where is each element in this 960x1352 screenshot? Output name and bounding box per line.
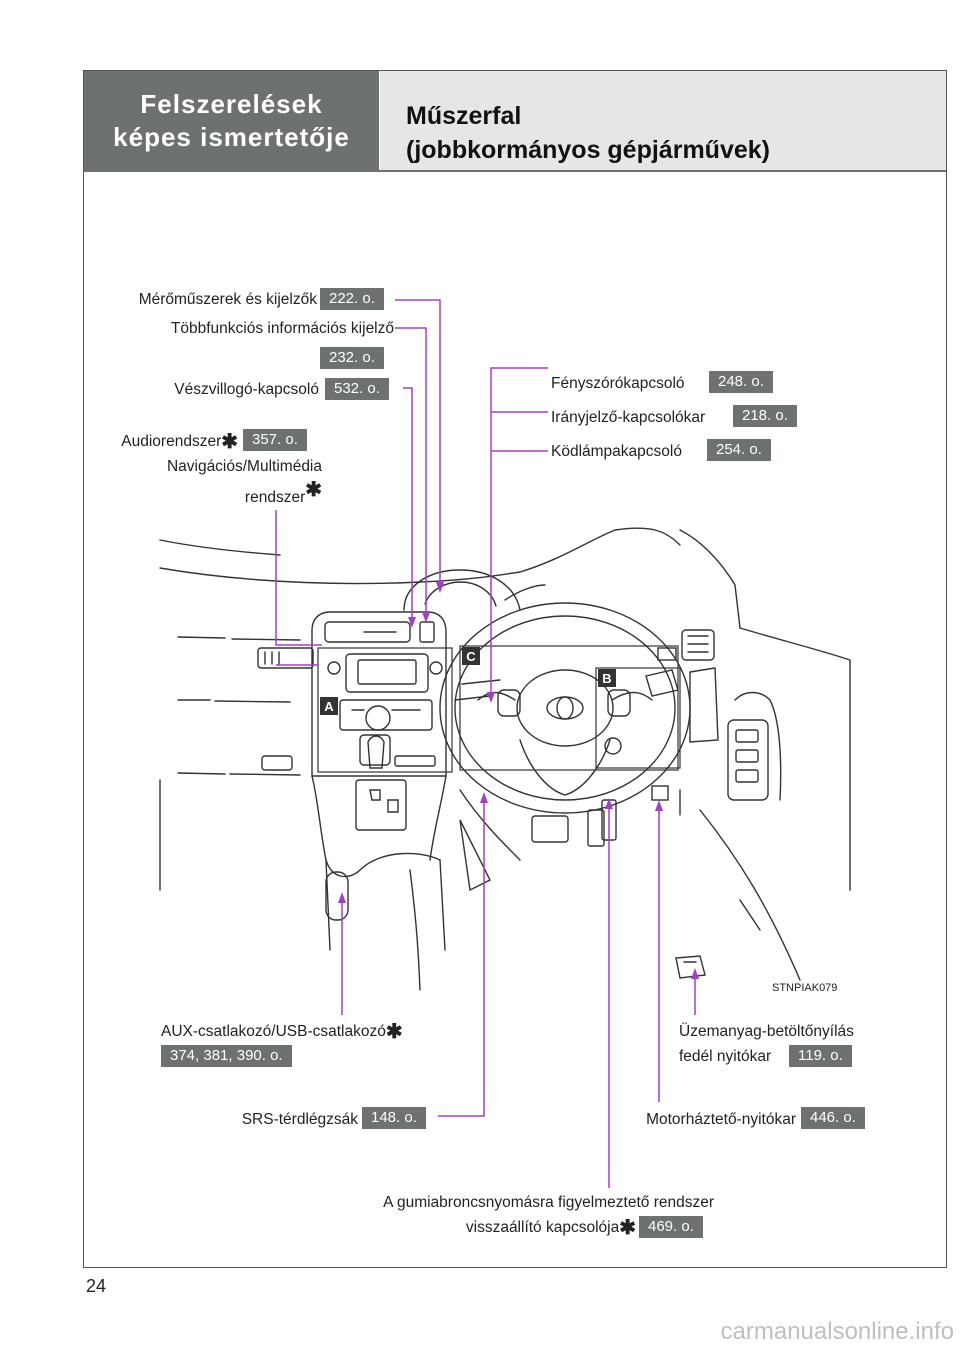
page-ref-gauges: 222. o. (320, 288, 384, 310)
figure-code: STNPIAK079 (772, 982, 838, 994)
label-audio: Audiorendszer✱ (121, 431, 238, 453)
page-title-line2: (jobbkormányos gépjárművek) (406, 136, 770, 164)
label-multi-info: Többfunkciós információs kijelző (170, 320, 394, 337)
label-tire-line1: A gumiabroncsnyomásra figyelmeztető rend… (383, 1194, 714, 1211)
header-divider (84, 170, 946, 172)
label-audio-text: Audiorendszer (121, 433, 222, 450)
page-frame (83, 70, 947, 1268)
page-number: 24 (86, 1276, 107, 1296)
label-turn: Irányjelző-kapcsolókar (551, 409, 706, 426)
page-ref-headlight: 248. o. (709, 371, 773, 393)
label-nav-text: rendszer (244, 489, 306, 506)
label-nav-line2: rendszer✱ (244, 479, 322, 507)
label-gauges: Mérőműszerek és kijelzők (138, 291, 317, 308)
callout-c: C (466, 649, 476, 664)
page-ref-fog: 254. o. (707, 439, 771, 461)
label-tire-line2: visszaállító kapcsolója✱ (465, 1217, 636, 1239)
page-ref-aux: 374, 381, 390. o. (161, 1045, 292, 1067)
label-nav-line1: Navigációs/Multimédia (166, 458, 322, 475)
section-title-line1: Felszerelések (140, 88, 323, 119)
label-hazard: Vészvillogó-kapcsoló (174, 381, 319, 398)
label-tire-text: visszaállító kapcsolója (465, 1219, 620, 1236)
asterisk-icon: ✱ (221, 431, 238, 453)
label-headlight: Fényszórókapcsoló (551, 375, 685, 392)
watermark: carmanualsonline.info (720, 1318, 954, 1345)
callout-b: B (602, 671, 611, 686)
page-ref-fuel: 119. o. (789, 1045, 852, 1067)
section-title-line2: képes ismertetője (113, 121, 350, 152)
asterisk-icon: ✱ (305, 479, 322, 501)
asterisk-icon: ✱ (619, 1217, 636, 1239)
page-title-line1: Műszerfal (406, 102, 522, 130)
page-ref-audio: 357. o. (243, 429, 307, 451)
label-fuel-line2: fedél nyitókar (679, 1048, 772, 1065)
page-ref-tire: 469. o. (639, 1216, 703, 1238)
section-header: Felszerelések képes ismertetője (84, 71, 379, 170)
page-ref-hood: 446. o. (801, 1107, 865, 1129)
page-title: Műszerfal (jobbkormányos gépjárművek) (380, 71, 946, 170)
page-ref-hazard: 532. o. (325, 378, 389, 400)
page-ref-turn: 218. o. (733, 405, 797, 427)
label-fuel-line1: Üzemanyag-betöltőnyílás (679, 1023, 854, 1040)
page-ref-multi-info: 232. o. (320, 347, 384, 369)
callout-a: A (324, 699, 334, 714)
label-hood: Motorháztető-nyitókar (646, 1111, 796, 1128)
label-aux: AUX-csatlakozó/USB-csatlakozó✱ (161, 1021, 403, 1043)
label-aux-text: AUX-csatlakozó/USB-csatlakozó (161, 1023, 386, 1040)
asterisk-icon: ✱ (385, 1021, 403, 1043)
page-ref-srs: 148. o. (362, 1107, 426, 1129)
label-srs: SRS-térdlégzsák (241, 1111, 358, 1128)
label-fog: Ködlámpakapcsoló (551, 443, 682, 460)
